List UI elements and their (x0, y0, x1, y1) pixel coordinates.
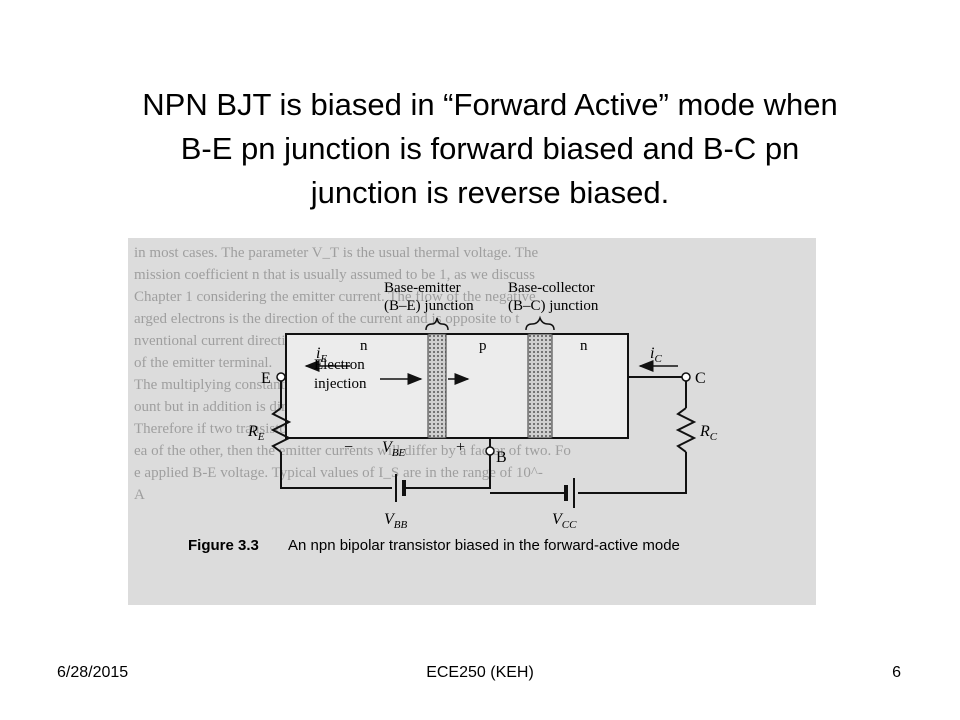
be-junction-label: Base-emitter (384, 280, 461, 296)
be-depletion-region (427, 333, 447, 439)
be-brace (425, 317, 449, 331)
vbb-label: VBB (384, 511, 408, 531)
slide-title: NPN BJT is biased in “Forward Active” mo… (60, 83, 920, 215)
title-line-1: NPN BJT is biased in “Forward Active” mo… (142, 87, 838, 122)
vbe-label: VBE (382, 439, 406, 459)
bg-line: e applied B-E voltage. Typical values of… (134, 465, 543, 481)
collector-terminal (681, 372, 691, 382)
footer-page-number: 6 (892, 664, 901, 681)
transistor-body (285, 333, 629, 439)
rc-label: RC (699, 423, 718, 443)
title-line-3: junction is reverse biased. (310, 175, 670, 210)
vbe-minus: − (344, 439, 353, 456)
bg-line: A (134, 487, 145, 503)
emitter-label: E (261, 370, 271, 387)
figure-caption-label: Figure 3.3 (188, 537, 259, 554)
bg-line: arged electrons is the direction of the … (134, 311, 520, 327)
be-junction-label-2: (B–E) junction (384, 298, 474, 314)
region-n-emitter: n (360, 338, 368, 354)
injection-label: injection (314, 376, 367, 392)
bg-line: of the emitter terminal. (134, 355, 273, 371)
bg-line: mission coefficient n that is usually as… (134, 267, 535, 283)
npn-circuit-diagram: Base-emitter (B–E) junction Base-collect… (188, 280, 718, 554)
ie-label: iE (316, 345, 327, 365)
collector-label: C (695, 370, 706, 387)
bc-junction-label: Base-collector (508, 280, 595, 296)
re-label: RE (247, 423, 265, 443)
ic-label: iC (650, 345, 662, 365)
footer-course: ECE250 (KEH) (426, 664, 534, 681)
title-line-2: B-E pn junction is forward biased and B-… (180, 131, 800, 166)
emitter-terminal (276, 372, 286, 382)
electron-label: Electron (314, 357, 365, 373)
region-n-collector: n (580, 338, 588, 354)
bg-line: in most cases. The parameter V_T is the … (134, 245, 539, 261)
right-bottom-wire (578, 452, 687, 494)
bc-junction-label-2: (B–C) junction (508, 298, 599, 314)
left-bottom-wire (280, 452, 392, 489)
base-terminal (485, 446, 495, 456)
vbb-to-base-wire (404, 455, 491, 489)
footer-date: 6/28/2015 (57, 664, 129, 681)
rc-resistor (675, 407, 697, 453)
bc-brace (525, 315, 555, 331)
bc-depletion-region (527, 333, 553, 439)
vcc-label: VCC (552, 511, 577, 531)
figure-caption-text: An npn bipolar transistor biased in the … (288, 537, 680, 554)
vbe-plus: + (456, 439, 465, 456)
re-resistor (270, 407, 292, 453)
bg-line: Chapter 1 considering the emitter curren… (134, 289, 536, 305)
bg-line: ea of the other, then the emitter curren… (134, 443, 571, 459)
region-p-base: p (479, 338, 487, 354)
scanned-figure: in most cases. The parameter V_T is the … (128, 238, 816, 605)
base-label: B (496, 449, 507, 466)
